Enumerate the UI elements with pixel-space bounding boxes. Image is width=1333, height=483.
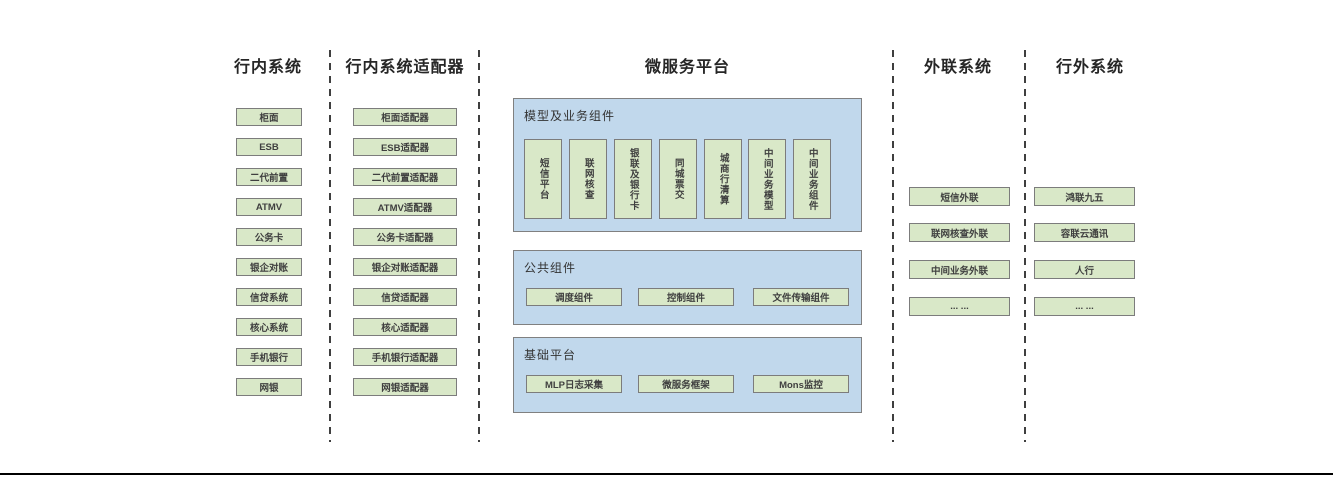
base-platform-box: Mons监控 xyxy=(753,375,849,393)
outbank-system-box: ... ... xyxy=(1034,297,1135,316)
adapter-box: 网银适配器 xyxy=(353,378,457,396)
outbank-system-box: 人行 xyxy=(1034,260,1135,279)
panel-base-platform: 基础平台 MLP日志采集 微服务框架 Mons监控 xyxy=(513,337,862,413)
model-component-box: 同城票交 xyxy=(659,139,697,219)
outbank-system-box: 鸿联九五 xyxy=(1034,187,1135,206)
inbank-system-box: ATMV xyxy=(236,198,302,216)
panel-label: 基础平台 xyxy=(524,348,577,362)
inbank-system-box: 网银 xyxy=(236,378,302,396)
column-title-inbank-systems: 行内系统 xyxy=(233,59,302,76)
inbank-system-box: 银企对账 xyxy=(236,258,302,276)
model-component-box: 短信平台 xyxy=(524,139,562,219)
common-component-box: 文件传输组件 xyxy=(753,288,849,306)
base-platform-box: 微服务框架 xyxy=(638,375,734,393)
bottom-rule xyxy=(0,473,1333,475)
model-component-box: 银联及银行卡 xyxy=(614,139,652,219)
model-component-label: 中间业务模型 xyxy=(761,147,773,211)
adapter-box: ESB适配器 xyxy=(353,138,457,156)
inbank-system-box: 柜面 xyxy=(236,108,302,126)
inbank-system-box: 信贷系统 xyxy=(236,288,302,306)
adapter-box: ATMV适配器 xyxy=(353,198,457,216)
adapter-box: 柜面适配器 xyxy=(353,108,457,126)
panel-model-business-components: 模型及业务组件 短信平台 联网核查 银联及银行卡 同城票交 城商行清算 中间业务… xyxy=(513,98,862,232)
adapter-box: 银企对账适配器 xyxy=(353,258,457,276)
column-title-microservice-platform: 微服务平台 xyxy=(644,59,730,76)
inbank-system-box: 手机银行 xyxy=(236,348,302,366)
adapter-box: 信贷适配器 xyxy=(353,288,457,306)
outbank-system-box: 容联云通讯 xyxy=(1034,223,1135,242)
column-title-inbank-adapters: 行内系统适配器 xyxy=(345,59,465,76)
model-component-label: 联网核查 xyxy=(582,158,594,200)
column-divider xyxy=(329,50,331,442)
model-component-box: 中间业务模型 xyxy=(748,139,786,219)
adapter-box: 手机银行适配器 xyxy=(353,348,457,366)
common-component-box: 控制组件 xyxy=(638,288,734,306)
model-component-box: 中间业务组件 xyxy=(793,139,831,219)
external-link-box: ... ... xyxy=(909,297,1010,316)
panel-label: 模型及业务组件 xyxy=(524,109,616,123)
model-component-box: 联网核查 xyxy=(569,139,607,219)
inbank-system-box: 核心系统 xyxy=(236,318,302,336)
inbank-system-box: 二代前置 xyxy=(236,168,302,186)
adapter-box: 公务卡适配器 xyxy=(353,228,457,246)
column-title-outbank-systems: 行外系统 xyxy=(1055,59,1124,76)
external-link-box: 联网核查外联 xyxy=(909,223,1010,242)
model-component-label: 城商行清算 xyxy=(717,152,729,206)
model-component-label: 同城票交 xyxy=(672,158,684,200)
column-divider xyxy=(892,50,894,442)
external-link-box: 中间业务外联 xyxy=(909,260,1010,279)
column-divider xyxy=(478,50,480,442)
inbank-system-box: 公务卡 xyxy=(236,228,302,246)
adapter-box: 核心适配器 xyxy=(353,318,457,336)
column-divider xyxy=(1024,50,1026,442)
external-link-box: 短信外联 xyxy=(909,187,1010,206)
model-component-label: 短信平台 xyxy=(537,158,549,200)
inbank-system-box: ESB xyxy=(236,138,302,156)
model-component-box: 城商行清算 xyxy=(704,139,742,219)
common-component-box: 调度组件 xyxy=(526,288,622,306)
adapter-box: 二代前置适配器 xyxy=(353,168,457,186)
base-platform-box: MLP日志采集 xyxy=(526,375,622,393)
panel-common-components: 公共组件 调度组件 控制组件 文件传输组件 xyxy=(513,250,862,325)
column-title-external-link-systems: 外联系统 xyxy=(923,59,992,76)
panel-label: 公共组件 xyxy=(524,261,577,275)
model-component-label: 中间业务组件 xyxy=(806,147,818,211)
model-component-label: 银联及银行卡 xyxy=(627,147,639,211)
